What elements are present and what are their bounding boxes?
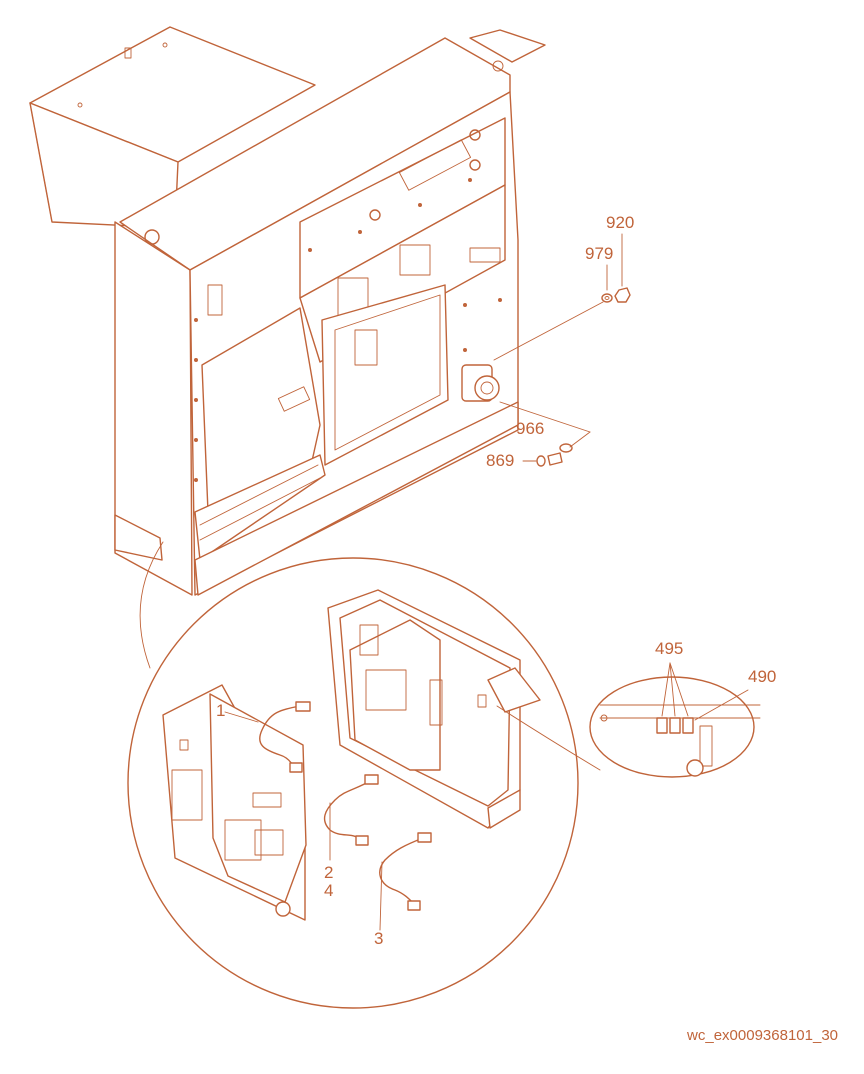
detail-circle-small	[496, 662, 761, 778]
fastener-hardware	[493, 233, 631, 467]
callout-3: 3	[374, 929, 384, 948]
main-cabinet-housing	[29, 26, 546, 596]
detail-circle-large	[127, 541, 579, 1009]
callout-495: 495	[655, 639, 684, 658]
harness-3	[379, 837, 424, 905]
callout-2: 2	[324, 863, 334, 882]
callout-966: 966	[516, 419, 545, 438]
callout-869: 869	[486, 451, 515, 470]
callout-1: 1	[216, 701, 226, 720]
harness-2-4	[323, 779, 373, 841]
callout-4: 4	[324, 881, 334, 900]
figure-id: wc_ex0009368101_30	[687, 1027, 838, 1044]
callout-979: 979	[585, 244, 614, 263]
callout-490: 490	[748, 667, 777, 686]
callout-920: 920	[606, 213, 635, 232]
